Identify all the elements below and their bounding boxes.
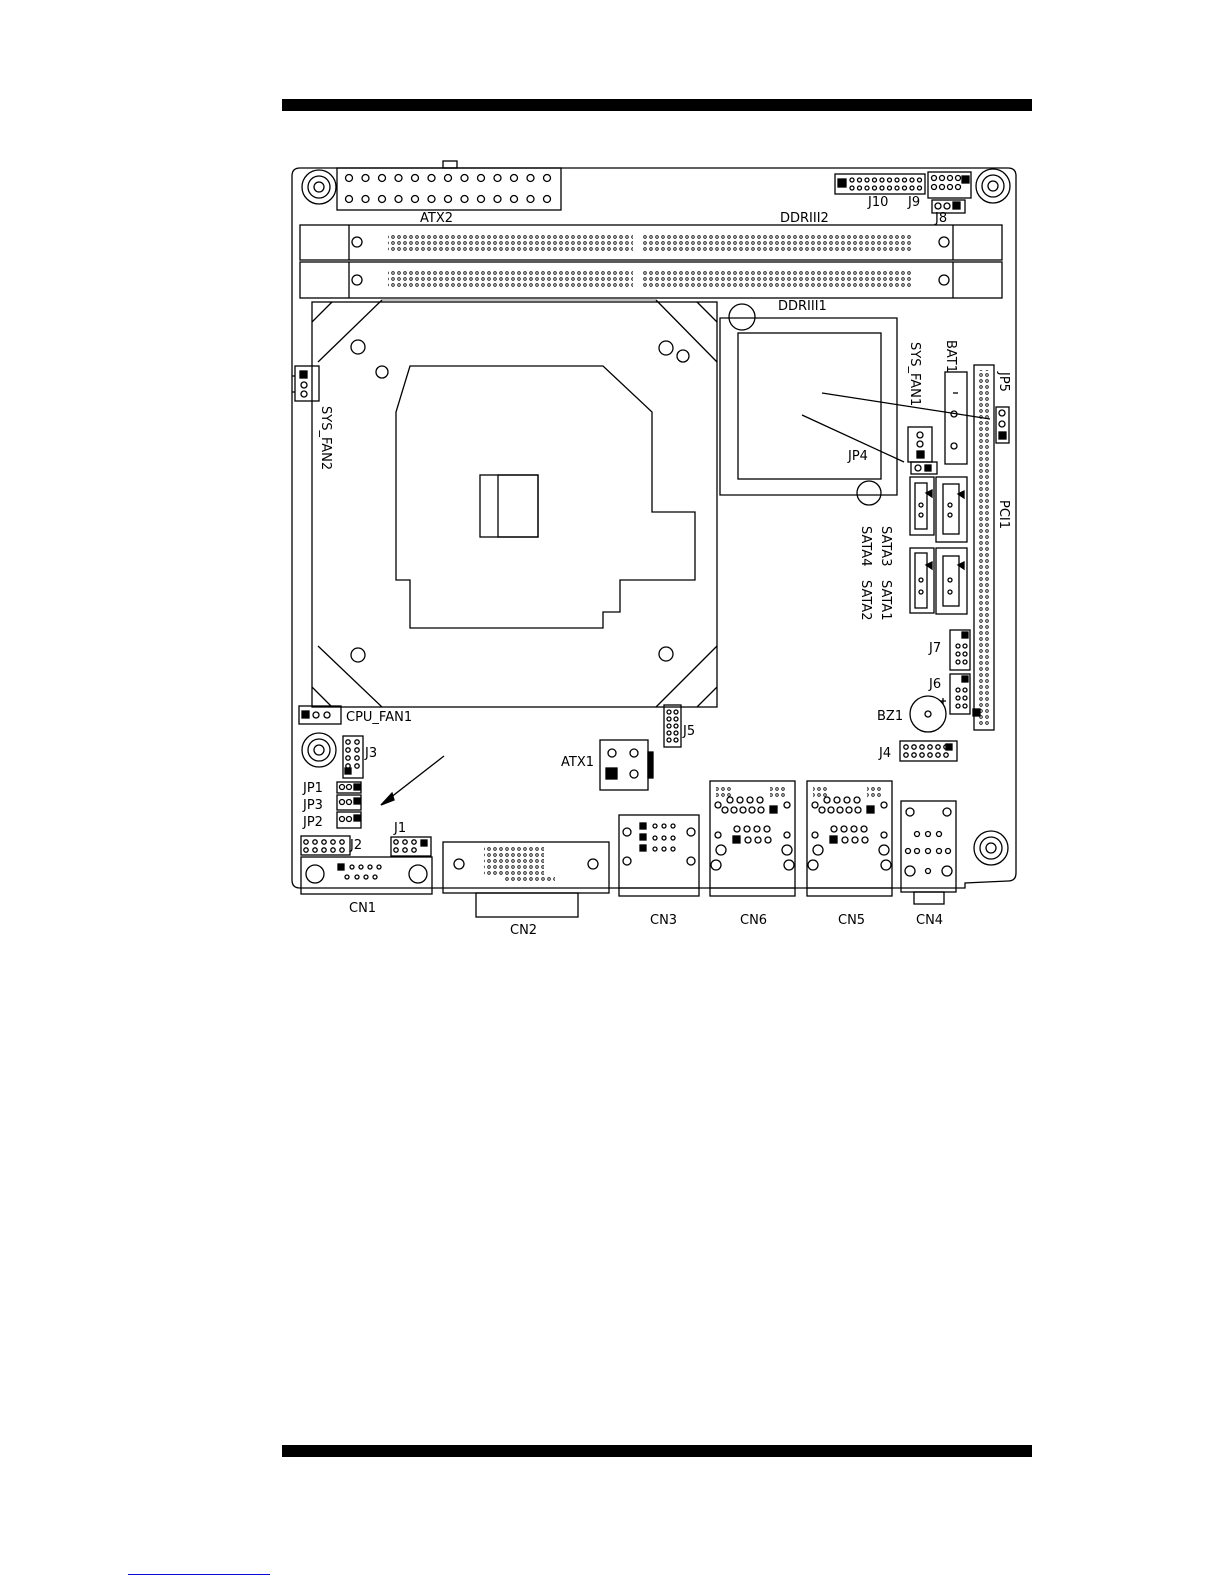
label-jp3: JP3 (302, 798, 323, 813)
label-j5: J5 (682, 724, 695, 739)
ddr3-slot-2 (300, 225, 1002, 260)
label-pci1: PCI1 (996, 500, 1011, 529)
pci1-slot (973, 365, 994, 730)
label-j9: J9 (907, 195, 920, 210)
j3-header (343, 736, 363, 778)
label-ddr1: DDRIII1 (778, 299, 827, 314)
sys-fan2-header (292, 366, 319, 401)
j1-header (391, 837, 431, 856)
atx2-connector (337, 161, 561, 210)
mounting-hole-tl (302, 170, 336, 204)
j2-header (301, 836, 350, 855)
label-j4: J4 (878, 746, 891, 761)
mounting-hole-ml (302, 733, 336, 767)
cpu-socket (312, 300, 717, 707)
label-bz1: BZ1 (877, 709, 903, 724)
label-sys-fan2: SYS_FAN2 (318, 406, 333, 470)
ddr3-slot-1 (300, 262, 1002, 298)
chipset-heatsink (720, 304, 897, 505)
label-j2: J2 (349, 838, 362, 853)
j5-header (664, 705, 681, 747)
label-j8: J8 (934, 211, 947, 226)
cn3-connector (619, 815, 699, 896)
mounting-hole-br (974, 831, 1008, 865)
jp1-jumper (337, 782, 361, 793)
atx1-connector (600, 740, 653, 790)
label-jp2: JP2 (302, 815, 323, 830)
label-cn6: CN6 (740, 913, 767, 928)
label-cn2: CN2 (510, 923, 537, 938)
jp5-jumper (996, 407, 1009, 443)
label-jp4: JP4 (847, 449, 868, 464)
bat1-holder (945, 372, 967, 464)
label-j6: J6 (928, 677, 941, 692)
label-bat1: BAT1 (943, 340, 958, 373)
label-j7: J7 (928, 641, 941, 656)
label-cn4: CN4 (916, 913, 943, 928)
label-jp1: JP1 (302, 781, 323, 796)
label-j3: J3 (364, 746, 377, 761)
label-cn1: CN1 (349, 901, 376, 916)
j7-header (950, 630, 970, 670)
cn2-connector (443, 842, 609, 917)
jp3-jumper (337, 795, 361, 810)
mounting-hole-tr (976, 169, 1010, 203)
sata3-connector (910, 477, 934, 535)
sata4-connector (910, 548, 934, 613)
label-cn3: CN3 (650, 913, 677, 928)
cn5-connector (807, 781, 892, 896)
bz1-buzzer (910, 696, 946, 732)
label-jp5: JP5 (996, 371, 1011, 392)
label-atx1: ATX1 (561, 755, 594, 770)
label-sys-fan1: SYS_FAN1 (907, 342, 922, 406)
jp4-jumper (911, 462, 937, 474)
cpu-fan1-header (299, 706, 341, 724)
label-sata2: SATA2 (858, 580, 873, 620)
cn6-connector (710, 781, 795, 896)
label-sata1: SATA1 (878, 580, 893, 620)
j4-header (900, 741, 957, 761)
label-sata4: SATA4 (858, 526, 873, 566)
jp2-jumper (337, 812, 361, 828)
label-cn5: CN5 (838, 913, 865, 928)
j9-header (928, 172, 971, 198)
sata2-connector (936, 548, 967, 614)
leader-jp5 (822, 393, 990, 419)
j10-header (835, 174, 925, 194)
label-j10: J10 (867, 195, 888, 210)
sata1-connector (936, 477, 967, 542)
label-atx2: ATX2 (420, 211, 453, 226)
sys-fan1-header (908, 427, 932, 462)
j6-header (950, 674, 970, 714)
label-cpu-fan1: CPU_FAN1 (346, 710, 412, 725)
label-sata3: SATA3 (878, 526, 893, 566)
label-j1: J1 (393, 821, 406, 836)
label-ddr2: DDRIII2 (780, 211, 829, 226)
